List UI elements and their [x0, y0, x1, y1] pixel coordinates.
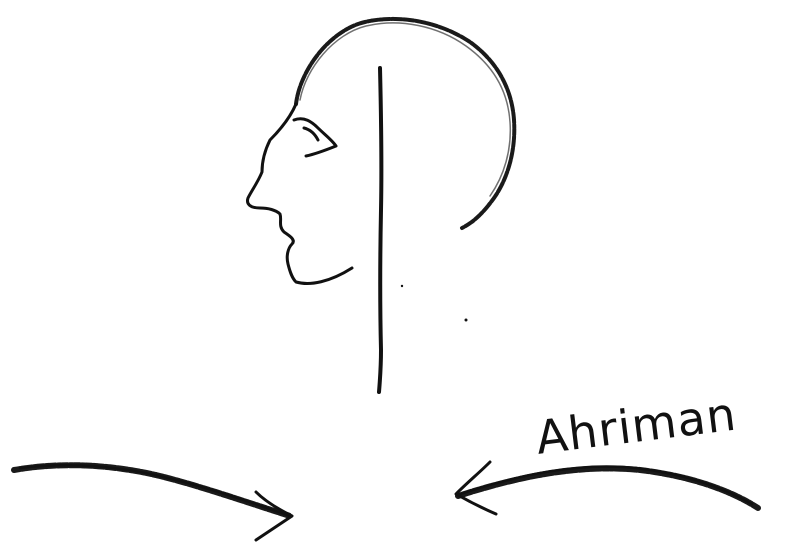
skull-outline	[296, 19, 514, 228]
arrow-pointing-down-right	[14, 465, 292, 540]
ahriman-label: Ahriman	[533, 387, 740, 465]
face-profile-line	[248, 104, 353, 283]
stray-dot	[401, 285, 403, 287]
arrow-shaft-left	[14, 465, 290, 516]
vertical-axis-line	[379, 68, 381, 392]
stray-dot	[465, 319, 468, 322]
arrow-pointing-down-left	[456, 462, 758, 514]
arrow-shaft-right	[458, 468, 758, 508]
eye-sketch	[294, 119, 336, 156]
